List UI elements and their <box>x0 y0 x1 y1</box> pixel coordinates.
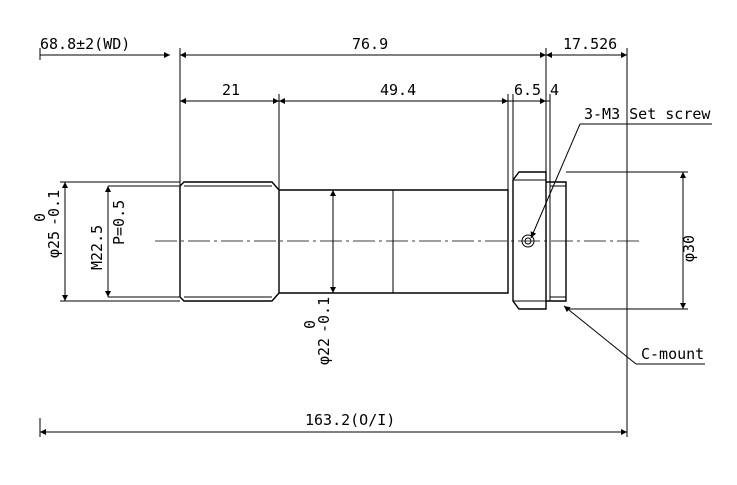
dim-4-label: 4 <box>550 81 559 99</box>
pitch-label: P=0.5 <box>110 200 128 245</box>
overall-length-label: 163.2(O/I) <box>305 411 395 429</box>
thread-label: M22.5 <box>88 225 106 270</box>
d25-tol-upper: 0 <box>31 213 49 222</box>
thread-label-group: M22.5 <box>88 225 106 270</box>
set-screw-leader <box>530 123 581 239</box>
wd-label: 68.8±2(WD) <box>40 35 130 53</box>
cmount-leader <box>563 305 637 365</box>
front-barrel <box>179 181 280 302</box>
d22-label: φ22 <box>315 338 333 365</box>
body-length-label: 76.9 <box>352 35 388 53</box>
c-mount-thread <box>546 181 567 302</box>
dim-21-label: 21 <box>222 81 240 99</box>
dim-6-5-label: 6.5 <box>514 81 541 99</box>
dim-49-4-label: 49.4 <box>380 81 416 99</box>
d22-tol-lower: -0.1 <box>315 297 333 333</box>
mount-ring <box>512 171 547 310</box>
d25-label: φ25 <box>45 231 63 258</box>
d25-label-group: φ25 0 -0.1 <box>31 190 63 258</box>
mount-length-label: 17.526 <box>563 35 617 53</box>
cmount-callout: C-mount <box>641 345 704 363</box>
extension-lines <box>39 48 688 437</box>
d25-tol-lower: -0.1 <box>45 190 63 226</box>
d30-label: φ30 <box>680 235 698 262</box>
d22-tol-upper: 0 <box>301 320 319 329</box>
set-screw-callout: 3-M3 Set screw <box>584 105 711 123</box>
set-screw-hole <box>521 234 535 248</box>
d22-label-group: φ22 0 -0.1 <box>301 297 333 365</box>
d30-label-group: φ30 <box>680 235 698 262</box>
lens-body <box>179 171 567 310</box>
